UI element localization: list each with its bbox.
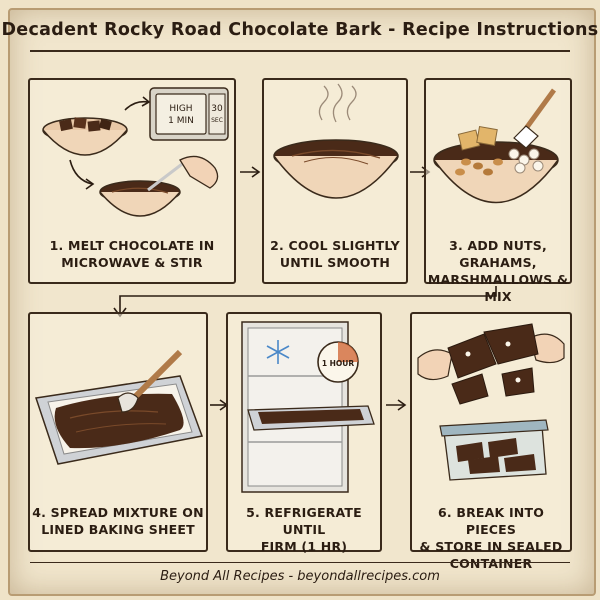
timer-label: 1 HOUR — [322, 359, 355, 368]
step-4-line-2: LINED BAKING SHEET — [41, 522, 195, 537]
cooling-bowl-illustration — [273, 83, 399, 199]
step-6-line-3: CONTAINER — [449, 556, 533, 571]
step-2-caption: 2. COOL SLIGHTLY UNTIL SMOOTH — [264, 237, 406, 271]
microwave-display-unit: SEC — [211, 117, 223, 124]
step-1-panel: HIGH 1 MIN 30 SEC 1. MELT CHOCOLATE IN M… — [28, 78, 236, 284]
step-6-line-2: & STORE IN SEALED — [419, 539, 563, 554]
title-divider — [30, 50, 570, 52]
baking-sheet-illustration — [35, 349, 204, 465]
microwave-time-label: 1 MIN — [168, 116, 194, 126]
refrigerator-illustration: 1 HOUR — [241, 321, 375, 493]
step-6-panel: 6. BREAK INTO PIECES & STORE IN SEALED C… — [410, 312, 572, 571]
step-2-line-2: UNTIL SMOOTH — [279, 255, 391, 270]
microwave-setting-label: HIGH — [169, 104, 192, 114]
step-4-panel: 4. SPREAD MIXTURE ON LINED BAKING SHEET — [28, 312, 208, 552]
step-3-caption: 3. ADD NUTS, GRAHAMS, MARSHMALLOWS & MIX — [426, 237, 570, 305]
snowflake-icon — [266, 340, 290, 364]
step-4-caption: 4. SPREAD MIXTURE ON LINED BAKING SHEET — [30, 504, 206, 538]
microwave-display-value: 30 — [211, 104, 223, 114]
step-5-panel: 1 HOUR 5. REFRIGERATE UNTIL FIRM (1 HR) — [226, 312, 382, 555]
step-6-caption: 6. BREAK INTO PIECES & STORE IN SEALED C… — [412, 504, 570, 572]
arrow-right-icon — [240, 166, 261, 178]
step-6-line-1: 6. BREAK INTO PIECES — [437, 505, 545, 537]
step-2-line-1: 2. COOL SLIGHTLY — [270, 238, 400, 253]
mix-ingredients-illustration — [433, 88, 559, 204]
step-3-line-2: MARSHMALLOWS & MIX — [427, 272, 569, 304]
step-2-panel: 2. COOL SLIGHTLY UNTIL SMOOTH — [262, 78, 408, 284]
step-5-line-2: FIRM (1 HR) — [260, 539, 348, 554]
storage-container-icon — [439, 419, 549, 481]
step-1-line-2: MICROWAVE & STIR — [61, 255, 203, 270]
page-title: Decadent Rocky Road Chocolate Bark - Rec… — [1, 20, 599, 40]
arrow-right-icon — [386, 399, 407, 411]
footer-divider — [30, 562, 570, 563]
step-1-caption: 1. MELT CHOCOLATE IN MICROWAVE & STIR — [30, 237, 234, 271]
step-1-line-1: 1. MELT CHOCOLATE IN — [49, 238, 215, 253]
step-5-caption: 5. REFRIGERATE UNTIL FIRM (1 HR) — [228, 504, 380, 555]
step-4-line-1: 4. SPREAD MIXTURE ON — [32, 505, 204, 520]
step-3-panel: 3. ADD NUTS, GRAHAMS, MARSHMALLOWS & MIX — [424, 78, 572, 304]
melt-chocolate-illustration: HIGH 1 MIN 30 SEC — [42, 87, 229, 217]
break-and-store-illustration — [417, 323, 565, 481]
step-5-line-1: 5. REFRIGERATE UNTIL — [246, 505, 362, 537]
footer-credit: Beyond All Recipes - beyondallrecipes.co… — [160, 569, 440, 584]
step-3-line-1: 3. ADD NUTS, GRAHAMS, — [449, 238, 547, 270]
